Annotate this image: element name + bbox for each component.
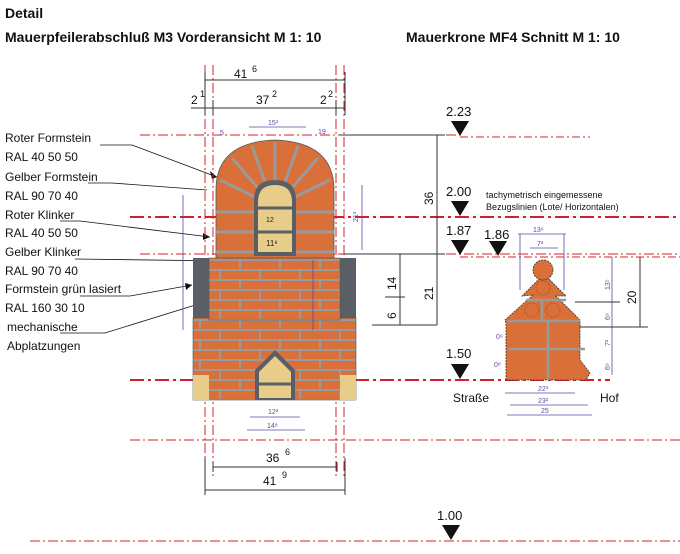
level-1-00: 1.00 [437, 508, 462, 523]
level-markers: 2.23 2.00 1.87 1.86 1.50 1.00 [437, 104, 509, 540]
svg-text:1: 1 [200, 89, 205, 99]
section-dim-08: 0⁸ [494, 362, 501, 369]
level-1-50: 1.50 [446, 346, 471, 361]
section-dim-20: 20 [625, 290, 639, 304]
legend-code-formstein-gruen: RAL 160 30 10 [5, 301, 85, 315]
section-top-width: 13⁶ [533, 227, 544, 234]
dim-top-right: 2 [320, 93, 327, 107]
legend-item-formstein-gruen: Formstein grün lasiert [5, 282, 122, 296]
wall-crown-section [504, 259, 591, 381]
legend-item-gelber-formstein: Gelber Formstein [5, 170, 98, 184]
legend-item-abplatzungen: mechanische [7, 320, 78, 334]
reference-note-line2: Bezugslinien (Lote/ Horizontalen) [486, 202, 619, 212]
legend-item-roter-formstein: Roter Formstein [5, 131, 92, 145]
level-2-00: 2.00 [446, 184, 471, 199]
dim-top-mid: 37 [256, 93, 270, 107]
dim-bottom-inner: 36 [266, 451, 280, 465]
dim-arch-width: 15³ [268, 120, 279, 127]
level-1-87: 1.87 [446, 223, 471, 238]
section-dim-7: 7² [605, 339, 612, 346]
level-1-86: 1.86 [484, 227, 509, 242]
legend-item-roter-klinker: Roter Klinker [5, 208, 75, 222]
legend-code-roter-formstein: RAL 40 50 50 [5, 150, 78, 164]
dim-right-21: 21 [422, 286, 436, 300]
page-title: Detail [5, 5, 44, 21]
legend-code-abplatzungen: Abplatzungen [7, 339, 81, 353]
section-base-25: 25 [541, 408, 549, 415]
svg-text:2: 2 [272, 89, 277, 99]
dim-right-36: 36 [422, 191, 436, 205]
front-purple-dims [182, 126, 363, 431]
window-dim-12: 12 [266, 217, 274, 224]
legend-code-roter-klinker: RAL 40 50 50 [5, 226, 78, 240]
svg-text:2: 2 [328, 89, 333, 99]
reference-note-line1: tachymetrisch eingemessene [486, 190, 603, 200]
label-hof: Hof [600, 391, 619, 405]
legend-code-gelber-formstein: RAL 90 70 40 [5, 189, 78, 203]
legend-item-gelber-klinker: Gelber Klinker [5, 245, 82, 259]
window-dim-11: 11⁸ [266, 239, 278, 248]
dim-right-6: 6 [385, 312, 399, 319]
dim-arch-left: 5 [220, 130, 224, 137]
svg-text:6: 6 [285, 447, 290, 457]
section-dim-6a: 6⁹ [605, 313, 612, 320]
dim-top-left: 2 [191, 93, 198, 107]
section-dim-13: 13⁵ [605, 279, 612, 290]
dim-opening-2: 14⁸ [267, 423, 278, 430]
level-2-23: 2.23 [446, 104, 471, 119]
section-cap-width: 7² [537, 241, 544, 248]
section-dims [505, 233, 613, 416]
svg-text:9: 9 [282, 470, 287, 480]
dim-opening-1: 12² [268, 409, 279, 416]
dim-right-14: 14 [385, 276, 399, 290]
section-view-caption: Mauerkrone MF4 Schnitt M 1: 10 [406, 29, 620, 45]
label-strasse: Straße [453, 391, 489, 405]
pillar-front-view: 12 11⁸ [192, 139, 357, 401]
dim-arch-right: 19 [318, 129, 326, 136]
dim-inner-21: 21³ [353, 211, 360, 222]
front-view-caption: Mauerpfeilerabschluß M3 Vorderansicht M … [5, 29, 322, 45]
section-dim-09: 0⁹ [496, 334, 503, 341]
svg-text:6: 6 [252, 64, 257, 74]
section-base-22: 22³ [538, 386, 549, 393]
section-dim-6b: 6⁹ [605, 363, 612, 370]
dim-bottom-total: 41 [263, 474, 277, 488]
dim-top-total: 41 [234, 67, 248, 81]
front-dimension-lines [191, 72, 445, 495]
section-base-23: 23² [538, 398, 549, 405]
legend-code-gelber-klinker: RAL 90 70 40 [5, 264, 78, 278]
